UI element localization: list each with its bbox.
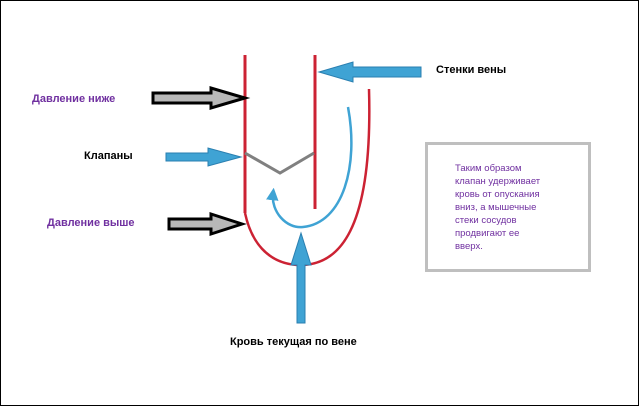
blood-flow-up-arrow [290, 231, 312, 324]
pressure-lower-arrow [151, 85, 251, 111]
pressure-lower-label: Давление ниже [32, 93, 116, 105]
pressure-higher-arrow [167, 211, 247, 237]
valves-label: Клапаны [84, 150, 133, 162]
vein-walls [243, 55, 371, 267]
valve-flaps [244, 151, 315, 175]
blood-flow-label: Кровь текущая по вене [230, 336, 357, 348]
valves-pointer-arrow [165, 147, 243, 167]
explanation-box: Таким образом клапан удерживает кровь от… [425, 142, 591, 272]
blood-flow-curve-arrow [266, 106, 353, 229]
vein-walls-pointer-arrow [317, 61, 422, 83]
pressure-higher-label: Давление выше [47, 217, 135, 229]
vein-walls-label: Стенки вены [436, 64, 507, 76]
explanation-text: Таким образом клапан удерживает кровь от… [455, 163, 541, 252]
vein-bottom-curve [243, 88, 371, 267]
